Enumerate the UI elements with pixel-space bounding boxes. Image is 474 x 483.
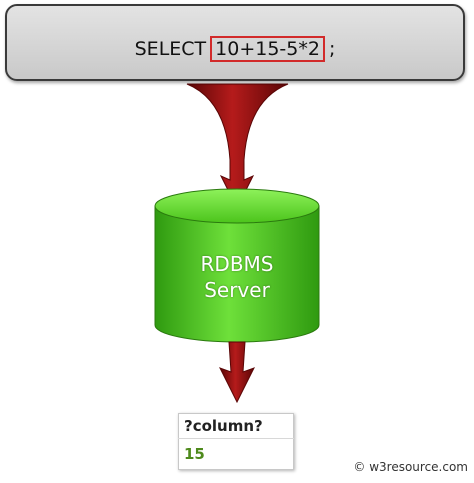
result-header-row: ?column? (178, 413, 294, 439)
result-table: ?column? 15 (178, 413, 294, 470)
server-label-line1: RDBMS (200, 252, 274, 276)
arithmetic-expression: 10+15-5*2 (210, 36, 325, 62)
select-keyword: SELECT (134, 38, 207, 60)
rdbms-server-cylinder (154, 188, 320, 343)
watermark: © w3resource.com (353, 460, 468, 474)
column-header: ?column? (178, 413, 294, 439)
statement-terminator: ; (328, 38, 336, 60)
server-to-result-arrow (218, 341, 256, 404)
result-row: 15 (178, 438, 294, 470)
server-label-line2: Server (204, 278, 270, 302)
result-value: 15 (178, 438, 294, 470)
